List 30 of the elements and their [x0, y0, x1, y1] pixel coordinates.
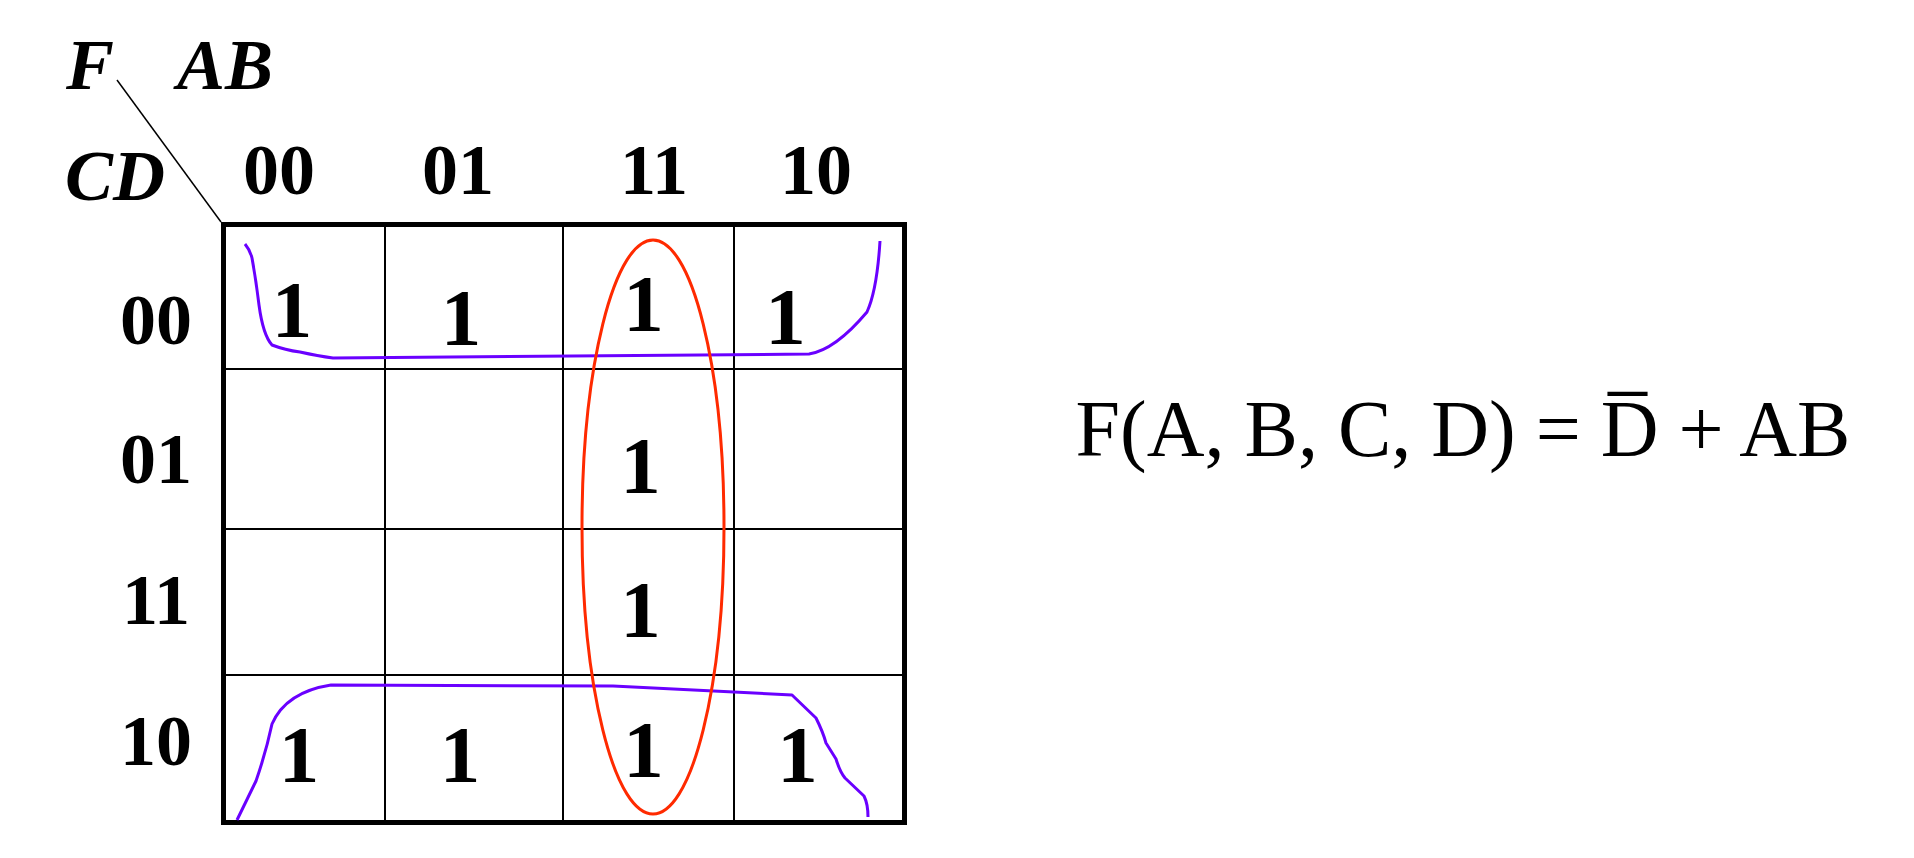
row-variables-label: CD [65, 148, 165, 206]
map-cell [226, 227, 386, 370]
cell-value: 1 [623, 719, 664, 781]
cell-value: 1 [623, 273, 664, 334]
map-cell [226, 370, 386, 530]
map-output-label: F [66, 37, 114, 95]
map-cell [386, 227, 564, 370]
row-header: 00 [120, 292, 192, 350]
column-header: 10 [780, 142, 852, 200]
cell-value: 1 [765, 286, 806, 347]
map-cell [386, 370, 564, 530]
cell-value: 1 [440, 287, 482, 348]
boolean-expression: F(A, B, C, D) = D̅ + AB [1075, 384, 1851, 475]
map-cell [564, 227, 735, 370]
row-header: 01 [120, 431, 192, 489]
map-cell [226, 530, 386, 676]
map-cell [564, 370, 735, 530]
map-cell [564, 530, 735, 676]
cell-value: 1 [620, 435, 661, 497]
row-header: 11 [122, 572, 190, 630]
cell-value: 1 [439, 724, 481, 786]
map-cell [386, 530, 564, 676]
column-header: 01 [422, 142, 494, 200]
cell-value: 1 [271, 279, 313, 340]
column-header: 11 [620, 142, 688, 200]
cell-value: 1 [620, 579, 661, 641]
cell-value: 1 [278, 724, 320, 786]
cell-value: 1 [777, 724, 818, 786]
row-header: 10 [120, 713, 192, 771]
column-header: 00 [243, 142, 315, 200]
